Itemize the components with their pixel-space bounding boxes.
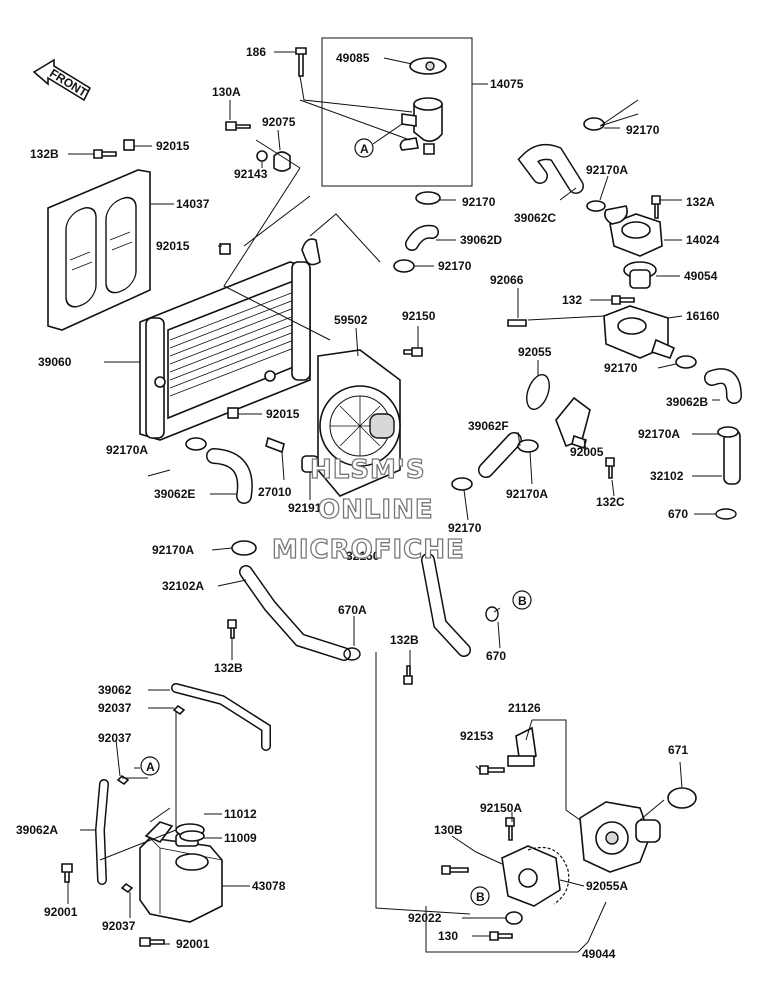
label-39062E: 39062E bbox=[154, 487, 195, 501]
label-32102A: 32102A bbox=[162, 579, 204, 593]
svg-text:B: B bbox=[476, 890, 485, 904]
label-670-right: 670 bbox=[668, 507, 688, 521]
label-27010: 27010 bbox=[258, 485, 292, 499]
label-43078: 43078 bbox=[252, 879, 286, 893]
label-32150: 32150 bbox=[346, 549, 380, 563]
label-670A: 670A bbox=[338, 603, 367, 617]
label-21126: 21126 bbox=[508, 701, 541, 715]
label-11012: 11012 bbox=[224, 807, 257, 821]
hoses bbox=[94, 144, 742, 885]
cooling-fan bbox=[317, 349, 401, 497]
label-92037-top: 92037 bbox=[98, 701, 132, 715]
fasteners bbox=[61, 47, 739, 947]
label-39062F: 39062F bbox=[468, 419, 509, 433]
label-670-mid: 670 bbox=[486, 649, 506, 663]
svg-text:MICROFICHE: MICROFICHE bbox=[272, 535, 465, 565]
radiator-guard bbox=[47, 169, 151, 331]
label-92015-top: 92015 bbox=[156, 139, 190, 153]
callout-a-bottom: A bbox=[140, 756, 160, 776]
label-92055A: 92055A bbox=[586, 879, 628, 893]
label-49044: 49044 bbox=[582, 947, 616, 961]
label-39062D: 39062D bbox=[460, 233, 502, 247]
label-671: 671 bbox=[668, 743, 688, 757]
svg-text:ONLINE: ONLINE bbox=[318, 495, 434, 525]
front-arrow-icon: FRONT bbox=[32, 58, 92, 102]
label-92170-mid: 92170 bbox=[438, 259, 472, 273]
leader-lines bbox=[67, 51, 722, 953]
label-92015-low: 92015 bbox=[266, 407, 300, 421]
label-49054: 49054 bbox=[684, 269, 718, 283]
label-49085: 49085 bbox=[336, 51, 370, 65]
label-132A: 132A bbox=[686, 195, 715, 209]
front-label: FRONT bbox=[47, 66, 90, 100]
svg-text:A: A bbox=[360, 142, 369, 156]
label-186: 186 bbox=[246, 45, 266, 59]
thermostat-housing bbox=[603, 205, 676, 359]
label-92143: 92143 bbox=[234, 167, 268, 181]
label-14037: 14037 bbox=[176, 197, 210, 211]
filler-neck bbox=[321, 37, 473, 187]
label-92005: 92005 bbox=[570, 445, 604, 459]
label-14024: 14024 bbox=[686, 233, 720, 247]
label-130B: 130B bbox=[434, 823, 463, 837]
label-92153: 92153 bbox=[460, 729, 494, 743]
label-92170A-mid: 92170A bbox=[506, 487, 548, 501]
label-92150: 92150 bbox=[402, 309, 436, 323]
label-92170-neck: 92170 bbox=[462, 195, 496, 209]
label-92170A-top: 92170A bbox=[586, 163, 628, 177]
svg-text:HLSM'S: HLSM'S bbox=[310, 455, 426, 485]
label-92170A-right: 92170A bbox=[638, 427, 680, 441]
label-92170-low: 92170 bbox=[448, 521, 482, 535]
callout-a-top: A bbox=[354, 123, 403, 158]
label-92066: 92066 bbox=[490, 273, 524, 287]
svg-text:B: B bbox=[518, 594, 527, 608]
svg-text:A: A bbox=[146, 760, 155, 774]
reservoir-cap bbox=[175, 853, 209, 871]
label-92170A-left: 92170A bbox=[106, 443, 148, 457]
label-132B-mid: 132B bbox=[390, 633, 419, 647]
label-59502: 59502 bbox=[334, 313, 368, 327]
label-92170-right: 92170 bbox=[604, 361, 638, 375]
o-ring-671 bbox=[667, 787, 697, 809]
label-132C: 132C bbox=[596, 495, 625, 509]
label-39062: 39062 bbox=[98, 683, 132, 697]
label-132: 132 bbox=[562, 293, 582, 307]
label-92170A-low: 92170A bbox=[152, 543, 194, 557]
label-92150A: 92150A bbox=[480, 801, 522, 815]
label-39062C: 39062C bbox=[514, 211, 556, 225]
radiator bbox=[139, 238, 321, 441]
label-132B-low: 132B bbox=[214, 661, 243, 675]
label-132B-top: 132B bbox=[30, 147, 59, 161]
label-32102: 32102 bbox=[650, 469, 684, 483]
callout-b-right: B bbox=[512, 590, 532, 610]
reservoir-tank bbox=[139, 821, 223, 923]
label-39062A: 39062A bbox=[16, 823, 58, 837]
label-92170-top: 92170 bbox=[626, 123, 660, 137]
label-92037-mid: 92037 bbox=[98, 731, 132, 745]
label-92015-mid: 92015 bbox=[156, 239, 190, 253]
label-39062B: 39062B bbox=[666, 395, 708, 409]
label-92055: 92055 bbox=[518, 345, 552, 359]
watermark: HLSM'S ONLINE MICROFICHE bbox=[271, 454, 465, 565]
label-92001-left: 92001 bbox=[44, 905, 78, 919]
water-pump bbox=[501, 726, 697, 907]
label-16160: 16160 bbox=[686, 309, 720, 323]
label-92075: 92075 bbox=[262, 115, 296, 129]
label-130A: 130A bbox=[212, 85, 241, 99]
label-11009: 11009 bbox=[224, 831, 257, 845]
label-130: 130 bbox=[438, 929, 458, 943]
label-92191: 92191 bbox=[288, 501, 322, 515]
callout-b-pump: B bbox=[470, 886, 490, 906]
label-92037-low: 92037 bbox=[102, 919, 136, 933]
label-39060: 39060 bbox=[38, 355, 72, 369]
label-92022: 92022 bbox=[408, 911, 442, 925]
label-92001-low: 92001 bbox=[176, 937, 210, 951]
label-14075: 14075 bbox=[490, 77, 524, 91]
part-labels: 186 49085 14075 130A 92075 92015 132B 92… bbox=[16, 45, 720, 961]
